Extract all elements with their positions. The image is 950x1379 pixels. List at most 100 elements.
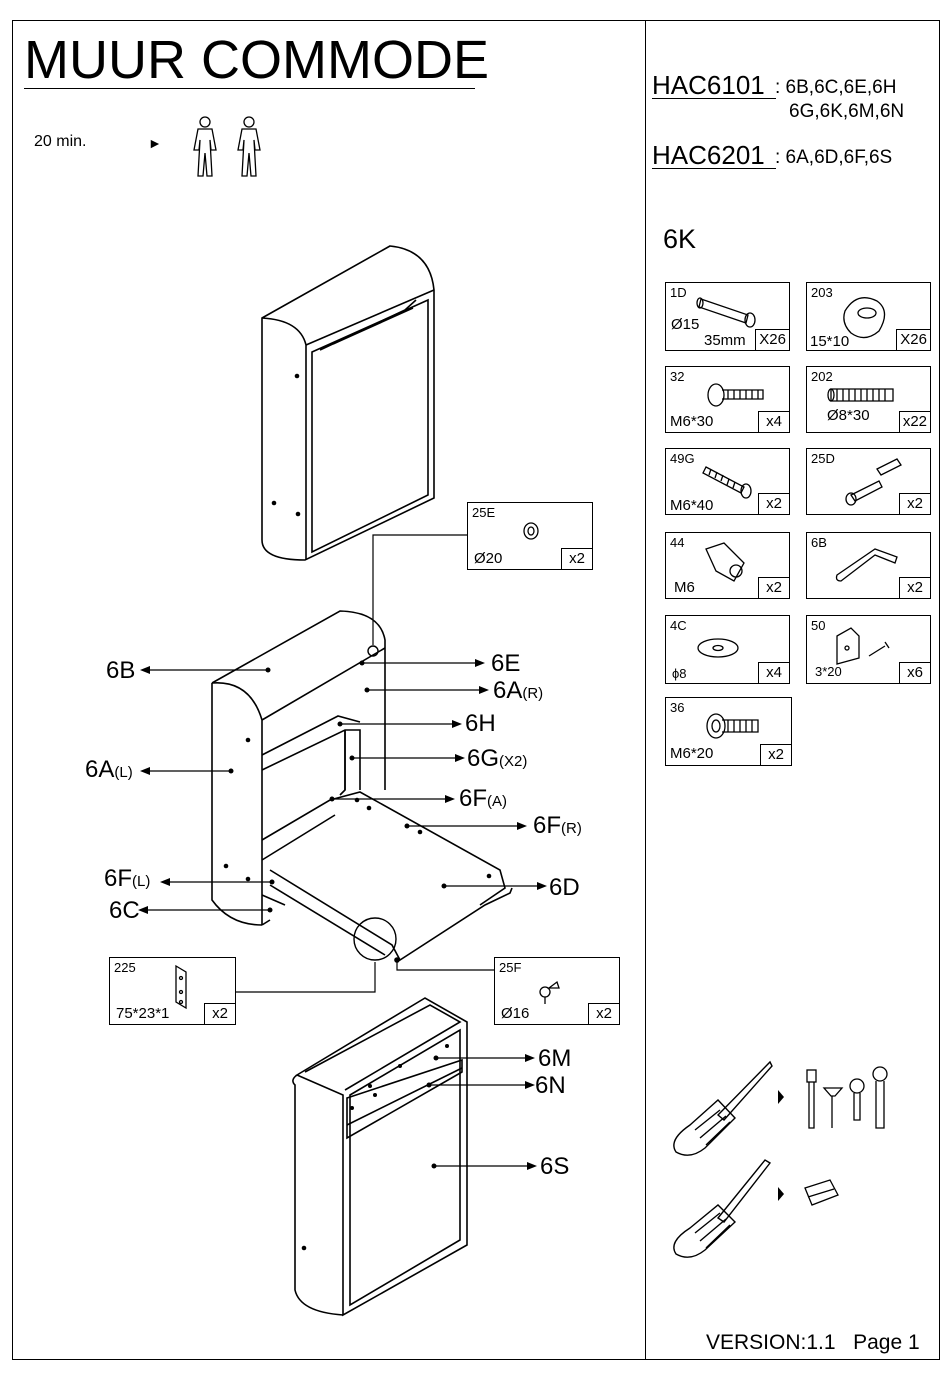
short-bolt-icon bbox=[706, 713, 759, 739]
screw-cap-icon bbox=[539, 980, 560, 1004]
label-6F-L: 6F(L) bbox=[104, 865, 151, 892]
cam-lock-icon bbox=[843, 297, 886, 339]
column-divider bbox=[645, 20, 646, 1360]
part-dimension: 75*23*1 bbox=[116, 1005, 170, 1022]
part-id: 1D bbox=[670, 285, 687, 300]
label-6S: 6S bbox=[540, 1153, 570, 1180]
part-id: 32 bbox=[670, 369, 685, 384]
part-dimension: M6*40 bbox=[670, 497, 714, 514]
part-quantity: x2 bbox=[760, 744, 791, 765]
product-parts-1b: 6G,6K,6M,6N bbox=[789, 101, 905, 122]
label-6A-R: 6A(R) bbox=[493, 677, 544, 704]
long-bolt-icon bbox=[702, 466, 752, 499]
part-quantity: x2 bbox=[588, 1003, 619, 1024]
page-frame bbox=[12, 20, 940, 1360]
hardware-item: 202 Ø8*30 x22 bbox=[806, 366, 931, 433]
label-6E: 6E bbox=[491, 650, 521, 677]
part-id: 44 bbox=[670, 535, 685, 550]
part-quantity: x4 bbox=[758, 411, 789, 432]
label-6A-L: 6A(L) bbox=[85, 756, 133, 783]
hardware-item: 6B x2 bbox=[806, 532, 931, 599]
part-dimension: Ø8*30 bbox=[827, 407, 870, 424]
part-id: 203 bbox=[811, 285, 833, 300]
part-id: 225 bbox=[114, 960, 136, 975]
part-quantity: x4 bbox=[758, 662, 789, 683]
label-6N: 6N bbox=[535, 1072, 566, 1099]
part-id: 36 bbox=[670, 700, 685, 715]
label-6G: 6G(X2) bbox=[467, 745, 528, 772]
label-6C: 6C bbox=[109, 897, 140, 924]
callout-25F: 25F Ø16 x2 bbox=[494, 957, 620, 1025]
part-dimension: 3*20 bbox=[815, 664, 842, 679]
part-quantity: x2 bbox=[758, 493, 789, 514]
part-dimension: 15*10 bbox=[810, 333, 850, 350]
product-code-2: HAC6201 bbox=[652, 140, 765, 170]
hardware-item: 36 M6*20 x2 bbox=[665, 697, 792, 766]
part-quantity: X26 bbox=[755, 329, 789, 350]
product-parts-1a: : 6B,6C,6E,6H bbox=[775, 77, 897, 98]
hardware-item: 44 M6 x2 bbox=[665, 532, 790, 599]
part-quantity: x22 bbox=[898, 411, 930, 432]
part-quantity: x2 bbox=[899, 493, 930, 514]
part-id: 4C bbox=[670, 618, 687, 633]
code-underline-2 bbox=[652, 168, 776, 169]
part-dimension: M6*30 bbox=[670, 413, 714, 430]
version-label: VERSION:1.1 bbox=[706, 1331, 836, 1354]
part-id: 50 bbox=[811, 618, 826, 633]
hardware-item: 25D x2 bbox=[806, 448, 931, 515]
part-dimension: Ø16 bbox=[501, 1005, 530, 1022]
hardware-item: 1D Ø15 35mm X26 bbox=[665, 282, 790, 351]
label-6D: 6D bbox=[549, 874, 580, 901]
hardware-item: 203 15*10 X26 bbox=[806, 282, 931, 351]
footer: VERSION:1.1 Page 1 bbox=[706, 1331, 920, 1355]
part-id: 25E bbox=[472, 505, 496, 520]
part-dimension: Ø20 bbox=[474, 550, 503, 567]
label-6M: 6M bbox=[538, 1045, 572, 1072]
part-id: 202 bbox=[811, 369, 833, 384]
bolt-icon bbox=[707, 383, 764, 407]
part-dimension: ϕ8 bbox=[672, 666, 687, 681]
part-quantity: x6 bbox=[899, 662, 930, 683]
product-parts-2a: : 6A,6D,6F,6S bbox=[775, 147, 893, 168]
hardware-item: 4C ϕ8 x4 bbox=[665, 615, 790, 684]
label-6F-R: 6F(R) bbox=[533, 812, 582, 839]
part-dimension: Ø15 bbox=[671, 316, 700, 333]
label-6F-A: 6F(A) bbox=[459, 785, 508, 812]
part-id: 25F bbox=[499, 960, 522, 975]
connector-icon bbox=[845, 458, 902, 506]
part-dimension-2: 35mm bbox=[704, 332, 746, 349]
part-id: 49G bbox=[670, 451, 695, 466]
hardware-item: 49G M6*40 x2 bbox=[665, 448, 790, 515]
part-quantity: x2 bbox=[204, 1003, 235, 1024]
callout-25E: 25E Ø20 x2 bbox=[467, 502, 593, 570]
hardware-item: 50 3*20 x6 bbox=[806, 615, 931, 684]
part-dimension: M6*20 bbox=[670, 745, 714, 762]
page-number: Page 1 bbox=[853, 1331, 920, 1354]
part-quantity: X26 bbox=[896, 329, 930, 350]
part-quantity: x2 bbox=[758, 577, 789, 598]
label-6H: 6H bbox=[465, 710, 496, 737]
dowel-icon bbox=[827, 388, 894, 402]
part-quantity: x2 bbox=[899, 577, 930, 598]
bracket-screw-icon bbox=[836, 627, 890, 665]
code-underline-1 bbox=[652, 98, 776, 99]
label-6B: 6B bbox=[106, 657, 136, 684]
cap-icon bbox=[523, 522, 539, 540]
page-title: MUUR COMMODE bbox=[24, 30, 489, 90]
assembly-time: 20 min. bbox=[34, 133, 87, 150]
hardware-bag-label: 6K bbox=[663, 224, 697, 254]
callout-225: 225 75*23*1 x2 bbox=[109, 957, 236, 1025]
part-quantity: x2 bbox=[561, 548, 592, 569]
product-code-1: HAC6101 bbox=[652, 70, 765, 100]
part-dimension: M6 bbox=[674, 579, 695, 596]
part-id: 6B bbox=[811, 535, 827, 550]
title-underline bbox=[24, 88, 475, 89]
plate-icon bbox=[175, 964, 187, 1010]
arrow-right-icon: ► bbox=[148, 135, 162, 151]
cam-bolt-icon bbox=[696, 297, 756, 328]
washer-icon bbox=[697, 638, 739, 658]
part-id: 25D bbox=[811, 451, 835, 466]
allen-key-icon bbox=[835, 548, 898, 582]
hardware-item: 32 M6*30 x4 bbox=[665, 366, 790, 433]
barrel-nut-icon bbox=[705, 542, 745, 582]
